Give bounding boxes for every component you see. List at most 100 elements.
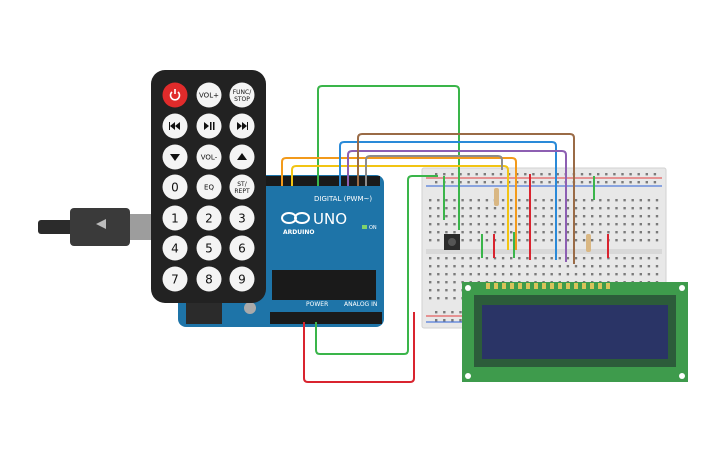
breadboard-hole[interactable] xyxy=(542,265,545,268)
breadboard-hole[interactable] xyxy=(461,215,464,218)
breadboard-hole[interactable] xyxy=(631,257,634,260)
breadboard-hole[interactable] xyxy=(599,199,602,202)
wire-purple[interactable] xyxy=(347,150,567,262)
breadboard-hole[interactable] xyxy=(453,265,456,268)
breadboard-hole[interactable] xyxy=(469,265,472,268)
remote-button-one[interactable]: 1 xyxy=(162,205,188,231)
breadboard-hole[interactable] xyxy=(518,239,521,242)
breadboard-hole[interactable] xyxy=(501,215,505,218)
breadboard-hole[interactable] xyxy=(582,215,586,218)
breadboard-hole[interactable] xyxy=(501,231,505,234)
remote-button-six[interactable]: 6 xyxy=(229,235,255,261)
power-rail-hole[interactable] xyxy=(516,173,519,176)
breadboard-hole[interactable] xyxy=(485,199,489,202)
breadboard-hole[interactable] xyxy=(526,223,529,226)
breadboard-hole[interactable] xyxy=(550,223,553,226)
remote-button-seven[interactable]: 7 xyxy=(162,266,188,292)
power-rail-hole[interactable] xyxy=(637,173,640,176)
breadboard-hole[interactable] xyxy=(437,281,440,284)
power-rail-hole[interactable] xyxy=(556,173,559,176)
lcd-pin[interactable] xyxy=(574,283,578,289)
breadboard-hole[interactable] xyxy=(461,265,464,268)
remote-button-vol-down[interactable]: VOL- xyxy=(196,144,222,170)
breadboard-hole[interactable] xyxy=(623,215,626,218)
breadboard-hole[interactable] xyxy=(558,265,561,268)
breadboard-hole[interactable] xyxy=(510,265,513,268)
remote-button-eight[interactable]: 8 xyxy=(196,266,222,292)
power-rail-hole[interactable] xyxy=(645,181,648,184)
breadboard-hole[interactable] xyxy=(453,231,456,234)
breadboard-hole[interactable] xyxy=(469,199,472,202)
breadboard-hole[interactable] xyxy=(445,223,448,226)
power-rail-hole[interactable] xyxy=(467,173,470,176)
breadboard-hole[interactable] xyxy=(639,265,642,268)
breadboard-hole[interactable] xyxy=(574,223,578,226)
breadboard-hole[interactable] xyxy=(639,199,642,202)
breadboard-hole[interactable] xyxy=(518,273,521,276)
breadboard-hole[interactable] xyxy=(574,257,578,260)
breadboard-hole[interactable] xyxy=(591,231,594,234)
breadboard-hole[interactable] xyxy=(461,231,464,234)
breadboard-hole[interactable] xyxy=(607,215,610,218)
power-rail-hole[interactable] xyxy=(459,311,462,314)
power-rail-hole[interactable] xyxy=(540,181,543,184)
breadboard-hole[interactable] xyxy=(647,215,651,218)
breadboard-hole[interactable] xyxy=(526,273,529,276)
breadboard-hole[interactable] xyxy=(574,199,578,202)
breadboard-hole[interactable] xyxy=(493,223,497,226)
breadboard-hole[interactable] xyxy=(623,265,626,268)
lcd-pin[interactable] xyxy=(582,283,586,289)
wire-green-gnd[interactable] xyxy=(315,175,438,355)
power-rail-hole[interactable] xyxy=(588,181,592,184)
breadboard-hole[interactable] xyxy=(542,199,545,202)
breadboard-hole[interactable] xyxy=(510,199,513,202)
reset-button[interactable] xyxy=(244,302,256,314)
breadboard-hole[interactable] xyxy=(510,207,513,210)
breadboard-hole[interactable] xyxy=(647,239,651,242)
breadboard-hole[interactable] xyxy=(566,273,570,276)
breadboard-hole[interactable] xyxy=(445,289,448,292)
breadboard-hole[interactable] xyxy=(607,257,610,260)
power-rail-hole[interactable] xyxy=(580,173,584,176)
breadboard-hole[interactable] xyxy=(607,223,610,226)
breadboard-hole[interactable] xyxy=(501,273,505,276)
breadboard-hole[interactable] xyxy=(437,273,440,276)
power-rail-hole[interactable] xyxy=(499,173,503,176)
lcd-pin-header[interactable] xyxy=(486,283,610,289)
breadboard-hole[interactable] xyxy=(445,257,448,260)
breadboard-hole[interactable] xyxy=(558,223,561,226)
breadboard-hole[interactable] xyxy=(445,273,448,276)
remote-button-play-pause[interactable] xyxy=(196,113,222,139)
breadboard-hole[interactable] xyxy=(510,215,513,218)
breadboard-hole[interactable] xyxy=(526,207,529,210)
usb-cable[interactable] xyxy=(38,208,162,246)
breadboard-hole[interactable] xyxy=(526,239,529,242)
breadboard-hole[interactable] xyxy=(582,265,586,268)
breadboard-hole[interactable] xyxy=(599,207,602,210)
breadboard-hole[interactable] xyxy=(599,223,602,226)
breadboard-hole[interactable] xyxy=(542,257,545,260)
power-rail-hole[interactable] xyxy=(653,181,657,184)
breadboard-hole[interactable] xyxy=(469,273,472,276)
breadboard-hole[interactable] xyxy=(501,223,505,226)
breadboard-hole[interactable] xyxy=(647,265,651,268)
breadboard-hole[interactable] xyxy=(437,207,440,210)
breadboard-hole[interactable] xyxy=(607,273,610,276)
breadboard-hole[interactable] xyxy=(526,265,529,268)
breadboard-hole[interactable] xyxy=(534,273,537,276)
remote-button-vol-up[interactable]: VOL+ xyxy=(196,82,222,108)
breadboard-hole[interactable] xyxy=(607,207,610,210)
power-rail-hole[interactable] xyxy=(467,181,470,184)
wire-green-top[interactable] xyxy=(317,85,460,230)
breadboard-hole[interactable] xyxy=(477,273,480,276)
remote-button-down[interactable] xyxy=(162,144,188,170)
remote-button-three[interactable]: 3 xyxy=(229,205,255,231)
breadboard-hole[interactable] xyxy=(566,207,570,210)
power-rail-hole[interactable] xyxy=(621,173,624,176)
power-rail-hole[interactable] xyxy=(597,181,600,184)
breadboard-hole[interactable] xyxy=(558,239,561,242)
breadboard-hole[interactable] xyxy=(518,207,521,210)
breadboard-hole[interactable] xyxy=(591,265,594,268)
breadboard-hole[interactable] xyxy=(647,231,651,234)
remote-button-st-rept[interactable]: ST/REPT xyxy=(229,174,255,200)
